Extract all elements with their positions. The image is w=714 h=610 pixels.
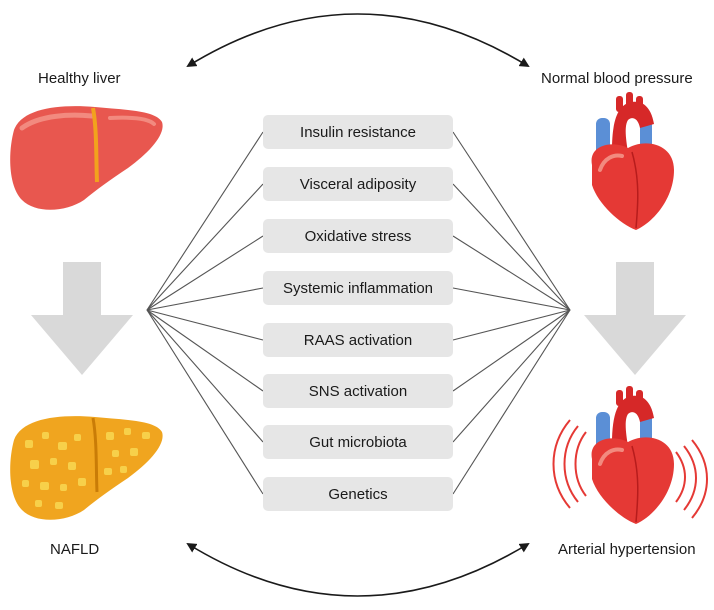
nafld-label: NAFLD (50, 541, 100, 558)
arterial-hypertension-label: Arterial hypertension (558, 541, 696, 558)
left-down-arrow (31, 262, 133, 375)
factor-box: Gut microbiota (263, 425, 453, 459)
normal-heart-icon (591, 92, 674, 230)
connector-lines (146, 131, 571, 495)
top-curved-double-arrow (186, 13, 530, 68)
bottom-curved-double-arrow (186, 542, 530, 597)
hypertensive-heart-icon (552, 386, 708, 524)
fatty-liver-icon (10, 416, 163, 520)
healthy-liver-label: Healthy liver (38, 70, 121, 87)
right-down-arrow (584, 262, 686, 375)
factor-box: Genetics (263, 477, 453, 511)
factor-box: Systemic inflammation (263, 271, 453, 305)
factor-box: SNS activation (263, 374, 453, 408)
factor-box: RAAS activation (263, 323, 453, 357)
healthy-liver-icon (10, 106, 163, 210)
normal-blood-pressure-label: Normal blood pressure (541, 70, 693, 87)
factor-box: Insulin resistance (263, 115, 453, 149)
factor-box: Oxidative stress (263, 219, 453, 253)
factor-box: Visceral adiposity (263, 167, 453, 201)
